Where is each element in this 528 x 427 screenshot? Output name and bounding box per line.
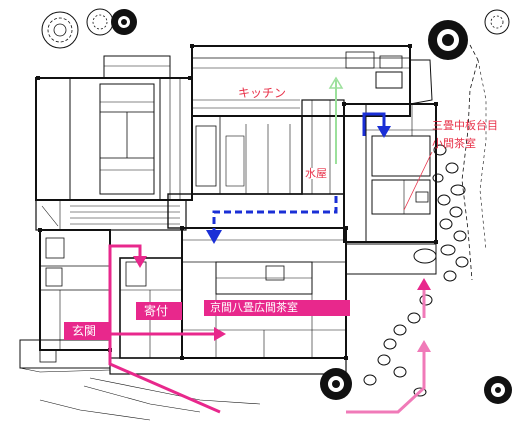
tree-icon	[484, 9, 510, 35]
hiroma-label: 京間八畳広間茶室	[210, 301, 298, 314]
tree-icon	[41, 11, 79, 49]
green-route	[328, 76, 344, 164]
tree-icon	[484, 376, 512, 404]
yoritsuki-label: 寄付	[144, 304, 169, 318]
koma-label: 小間茶室	[432, 137, 476, 150]
genkan-label: 玄関	[72, 324, 97, 338]
kitchen-label: キッチン	[238, 86, 287, 100]
stepping-stones	[363, 144, 469, 397]
mizuya-label: 水屋	[305, 167, 327, 180]
tree-icon	[320, 368, 352, 400]
yoritsuki-label-bg	[136, 302, 182, 320]
magenta-route	[108, 244, 226, 414]
tree-icon	[86, 8, 114, 36]
tree-icon	[428, 20, 468, 60]
pink-route	[346, 278, 431, 414]
garden-path	[461, 44, 479, 281]
tree-icons	[41, 8, 512, 404]
building-walls	[19, 45, 437, 421]
blue-route	[362, 112, 391, 138]
genkan-label-bg	[64, 322, 110, 340]
sanjo-label: 三畳中板台目	[432, 119, 498, 132]
blue-dashed-route	[206, 196, 338, 244]
koma-pointer-line	[403, 151, 433, 211]
hiroma-label-bg	[204, 300, 350, 316]
tree-icon	[111, 9, 137, 35]
